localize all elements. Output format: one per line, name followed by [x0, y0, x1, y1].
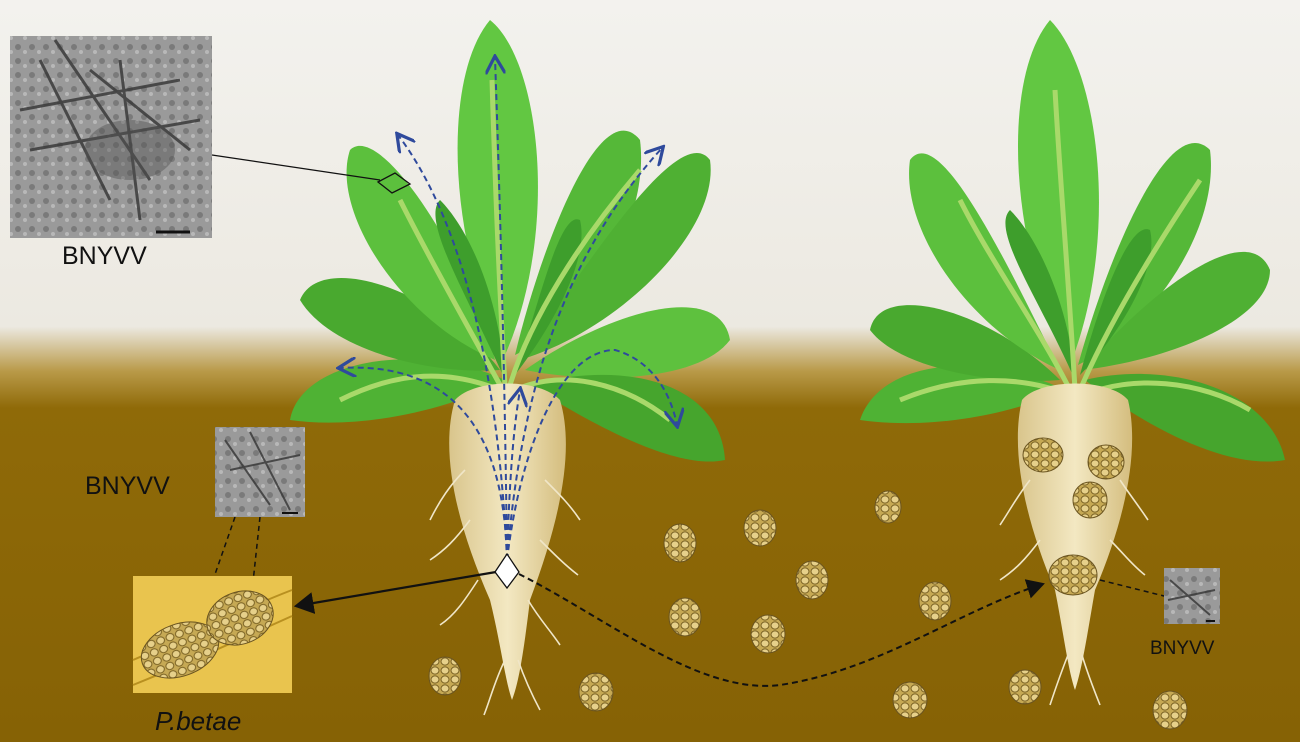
bnyvv-em-image-small — [1164, 568, 1220, 624]
bnyvv-label-middle: BNYVV — [85, 472, 170, 501]
bnyvv-label-top: BNYVV — [62, 242, 147, 271]
p-betae-micrograph — [133, 576, 292, 693]
p-betae-label: P.betae — [155, 706, 241, 737]
bnyvv-em-image-medium — [215, 427, 305, 517]
bnyvv-label-right: BNYVV — [1150, 638, 1214, 660]
bnyvv-em-image-large — [10, 36, 212, 238]
